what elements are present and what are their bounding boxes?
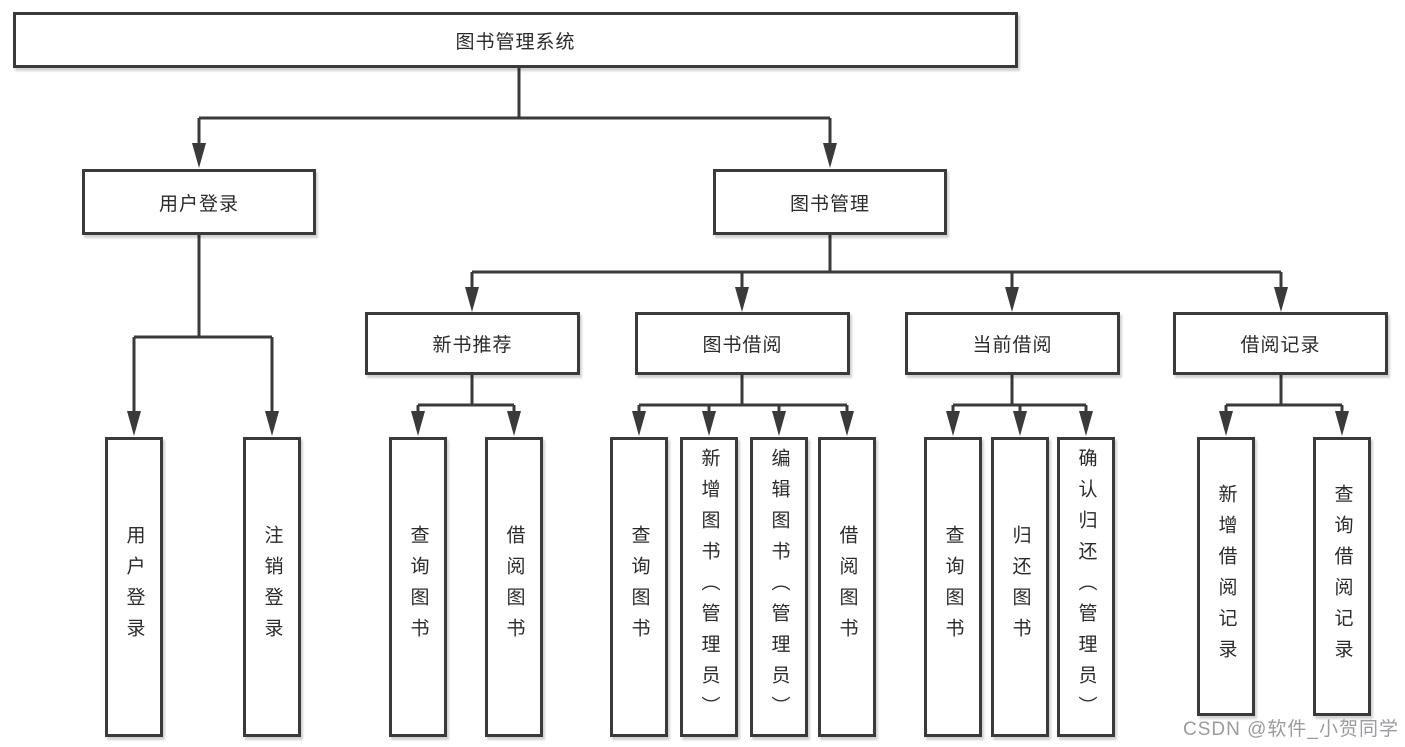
node-label: 查询图书: [407, 525, 429, 649]
leaf-return-books: 归还图书: [991, 437, 1049, 737]
leaf-query-books-current: 查询图书: [924, 437, 982, 737]
leaf-borrow-books-recommend: 借阅图书: [485, 437, 543, 737]
leaf-confirm-return-admin: 确认归还（管理员）: [1057, 437, 1115, 737]
node-label: 查询图书: [628, 525, 650, 649]
node-user-login: 用户登录: [82, 169, 316, 235]
node-new-book-recommendation: 新书推荐: [365, 312, 580, 375]
node-label: 查询借阅记录: [1331, 483, 1353, 670]
leaf-user-login: 用户登录: [105, 437, 163, 737]
leaf-add-book-admin: 新增图书（管理员）: [680, 437, 738, 737]
node-label: 借阅图书: [503, 525, 525, 649]
leaf-query-borrow-record: 查询借阅记录: [1313, 437, 1371, 716]
node-label: 新书推荐: [432, 335, 513, 356]
leaf-add-borrow-record: 新增借阅记录: [1197, 437, 1255, 716]
node-label: 借阅图书: [836, 525, 858, 649]
leaf-query-books-borrowing: 查询图书: [610, 437, 668, 737]
leaf-borrow-books: 借阅图书: [818, 437, 876, 737]
node-book-management: 图书管理: [713, 169, 947, 235]
node-book-borrowing: 图书借阅: [635, 312, 850, 375]
leaf-query-books-recommend: 查询图书: [389, 437, 447, 737]
node-label: 图书管理: [789, 193, 870, 215]
node-label: 编辑图书（管理员）: [768, 447, 790, 727]
node-label: 借阅记录: [1240, 335, 1321, 356]
arrowheads: [127, 143, 1349, 436]
leaf-edit-book-admin: 编辑图书（管理员）: [750, 437, 808, 737]
csdn-watermark: CSDN @软件_小贺同学: [1183, 719, 1399, 740]
node-label: 确认归还（管理员）: [1075, 447, 1097, 727]
leaf-logout: 注销登录: [243, 437, 301, 737]
node-library-system: 图书管理系统: [13, 12, 1018, 68]
node-label: 用户登录: [158, 193, 239, 215]
node-label: 注销登录: [261, 525, 283, 649]
node-label: 新增借阅记录: [1215, 483, 1237, 670]
node-label: 用户登录: [123, 525, 145, 649]
node-label: 查询图书: [942, 525, 964, 649]
node-label: 图书借阅: [702, 335, 783, 356]
node-label: 图书管理系统: [455, 31, 576, 53]
node-label: 归还图书: [1009, 525, 1031, 649]
node-current-borrowing: 当前借阅: [905, 312, 1120, 375]
node-label: 当前借阅: [972, 335, 1053, 356]
node-borrowing-records: 借阅记录: [1173, 312, 1388, 375]
node-label: 新增图书（管理员）: [698, 447, 720, 727]
